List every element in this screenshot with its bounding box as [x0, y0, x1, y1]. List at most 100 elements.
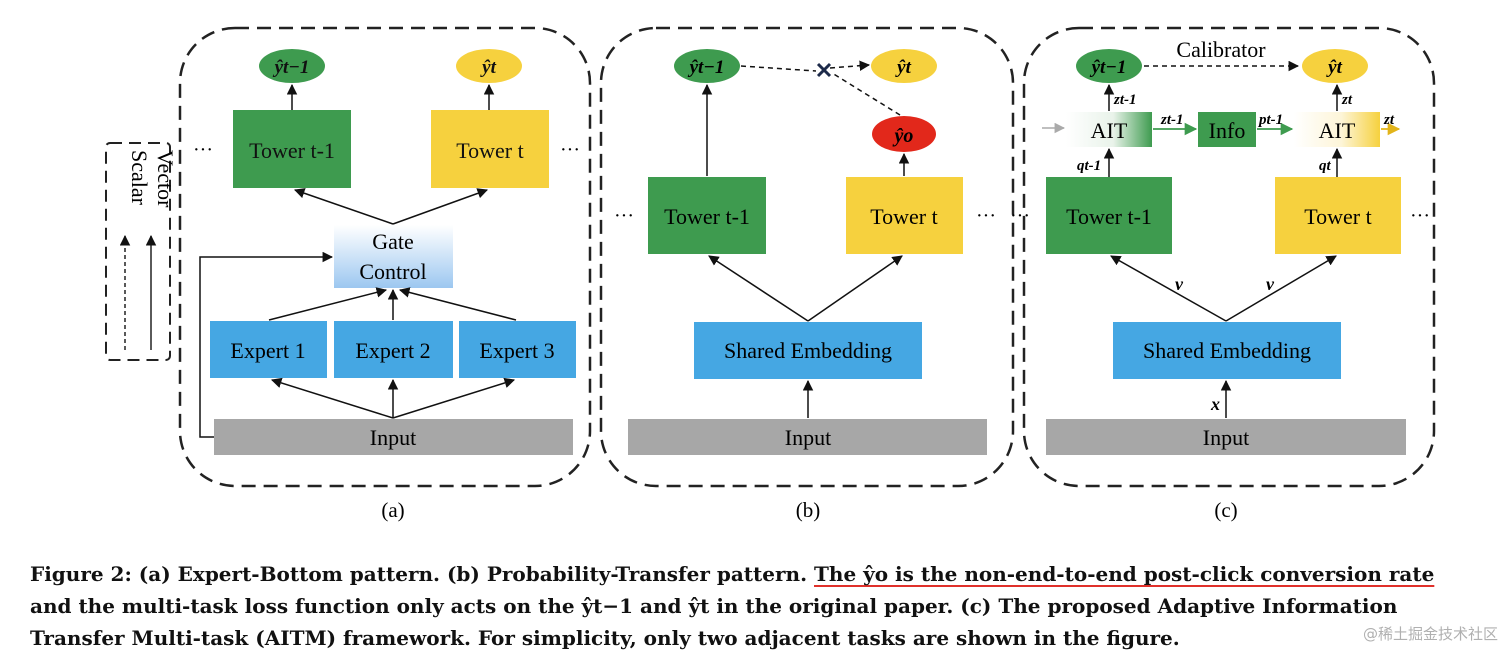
- output-prev-label: ŷt−1: [273, 57, 310, 78]
- output-curr-ellipse: [456, 49, 522, 83]
- tower-curr-label: Tower t: [870, 204, 938, 229]
- var-v-right: v: [1266, 274, 1275, 294]
- output-o-ellipse: [872, 116, 936, 152]
- output-curr-label: ŷt: [480, 57, 496, 78]
- ellipsis-left: ···: [1010, 205, 1030, 227]
- expert-2: [334, 321, 453, 378]
- output-curr-ellipse: [1302, 49, 1368, 83]
- gate-label-1: Gate: [372, 229, 414, 254]
- transfer-dashed-out: [829, 60, 871, 71]
- tower-curr: [846, 177, 963, 254]
- tower-prev-label: Tower t-1: [1066, 204, 1152, 229]
- panel-a-border: [178, 26, 592, 488]
- caption-line-1-a: Figure 2: (a) Expert-Bottom pattern. (b)…: [30, 562, 815, 586]
- expert-1-label: Expert 1: [230, 338, 305, 363]
- caption-line-1: Figure 2: (a) Expert-Bottom pattern. (b)…: [30, 558, 1510, 590]
- var-q: qt: [1319, 158, 1332, 174]
- gate-control: [334, 225, 453, 288]
- arrow-expert3-gate: [398, 287, 517, 321]
- tower-prev-label: Tower t-1: [664, 204, 750, 229]
- info-box: [1198, 112, 1256, 147]
- shared-embedding-label: Shared Embedding: [1143, 338, 1311, 363]
- tower-prev: [1046, 177, 1172, 254]
- transfer-dashed-o: [831, 72, 901, 116]
- gate-label-2: Control: [359, 259, 426, 284]
- multiply-icon: [816, 62, 832, 78]
- arrow-shared-tower-curr: [1225, 255, 1337, 322]
- expert-1: [210, 321, 327, 378]
- input-c-label: Input: [1203, 425, 1249, 450]
- shared-embedding-label: Shared Embedding: [724, 338, 892, 363]
- input-b-label: Input: [785, 425, 831, 450]
- var-z-right: zt: [1383, 112, 1395, 128]
- caption-line-3: Transfer Multi-task (AITM) framework. Fo…: [30, 626, 1180, 650]
- expert-3: [459, 321, 576, 378]
- tower-curr-label: Tower t: [1304, 204, 1372, 229]
- ellipsis-left: ···: [614, 205, 634, 227]
- input-c: [1046, 419, 1406, 455]
- var-z-up: zt: [1341, 92, 1353, 108]
- calibrator-label: Calibrator: [1176, 37, 1266, 62]
- arrow-input-expert3: [392, 377, 516, 419]
- output-prev-label: ŷt−1: [688, 57, 725, 78]
- panel-c: ŷt−1 ŷt Calibrator AIT zt-1 Info pt-1 AI…: [1010, 26, 1436, 522]
- arrow-gate-tower-prev: [294, 188, 394, 225]
- ellipsis-right: ···: [1410, 205, 1430, 227]
- var-x: x: [1210, 394, 1220, 414]
- input-b: [628, 419, 987, 455]
- legend-vector-label: Vector: [153, 150, 178, 208]
- figure-caption: Figure 2: (a) Expert-Bottom pattern. (b)…: [30, 558, 1510, 654]
- shared-embedding: [1113, 322, 1341, 379]
- output-curr-label: ŷt: [895, 57, 911, 78]
- var-z-prev-right: zt-1: [1160, 112, 1184, 128]
- ait-curr-label: AIT: [1319, 118, 1356, 143]
- output-curr-label: ŷt: [1326, 57, 1342, 78]
- var-z-prev-up: zt-1: [1113, 92, 1137, 108]
- figure-diagram: Scalar Vector ŷt−1 ŷt Tower t-1 Tower t …: [105, 26, 1436, 522]
- tower-prev-label: Tower t-1: [249, 138, 335, 163]
- transfer-dashed-prev: [740, 65, 817, 72]
- tower-prev: [233, 110, 351, 188]
- arrow-input-gate-skip: [199, 251, 334, 438]
- var-v-left: v: [1175, 274, 1184, 294]
- ellipsis-right: ···: [976, 205, 996, 227]
- panel-b-border: [599, 26, 1015, 488]
- expert-2-label: Expert 2: [355, 338, 430, 363]
- panel-a: Scalar Vector ŷt−1 ŷt Tower t-1 Tower t …: [105, 26, 592, 522]
- tower-prev: [648, 177, 766, 254]
- panel-c-label: (c): [1214, 498, 1237, 522]
- panel-c-border: [1022, 26, 1436, 488]
- ellipsis-left: ···: [193, 139, 213, 161]
- expert-3-label: Expert 3: [479, 338, 554, 363]
- tower-curr-label: Tower t: [456, 138, 524, 163]
- output-curr-ellipse: [871, 49, 937, 83]
- tower-curr: [1275, 177, 1401, 254]
- ait-prev-label: AIT: [1091, 118, 1128, 143]
- legend-box: [105, 142, 171, 361]
- ait-curr: [1294, 112, 1380, 147]
- arrow-gate-tower-curr: [392, 188, 488, 225]
- legend-scalar-label: Scalar: [127, 150, 152, 206]
- output-prev-label: ŷt−1: [1090, 57, 1127, 78]
- var-q-prev: qt-1: [1077, 158, 1101, 174]
- arrow-shared-tower-prev: [708, 255, 809, 322]
- output-prev-ellipse: [674, 49, 740, 83]
- arrow-input-expert1: [270, 377, 394, 419]
- panel-b: ŷt−1 ŷt ŷo Tower t-1 Tower t ··· ··· Sha…: [599, 26, 1015, 522]
- shared-embedding: [694, 322, 922, 379]
- output-prev-ellipse: [259, 49, 325, 83]
- panel-b-label: (b): [796, 498, 821, 522]
- var-p-prev: pt-1: [1257, 112, 1283, 128]
- tower-curr: [431, 110, 549, 188]
- output-o-label: ŷo: [893, 125, 914, 147]
- arrow-expert1-gate: [268, 287, 388, 321]
- ait-prev: [1066, 112, 1152, 147]
- output-prev-ellipse: [1076, 49, 1142, 83]
- panel-a-label: (a): [381, 498, 404, 522]
- info-label: Info: [1209, 118, 1246, 143]
- arrow-shared-tower-prev: [1110, 255, 1227, 322]
- arrow-shared-tower-curr: [807, 255, 903, 322]
- caption-line-2: and the multi-task loss function only ac…: [30, 594, 1398, 618]
- caption-underlined-text: The ŷo is the non-end-to-end post-click …: [814, 562, 1435, 586]
- input-a: [214, 419, 573, 455]
